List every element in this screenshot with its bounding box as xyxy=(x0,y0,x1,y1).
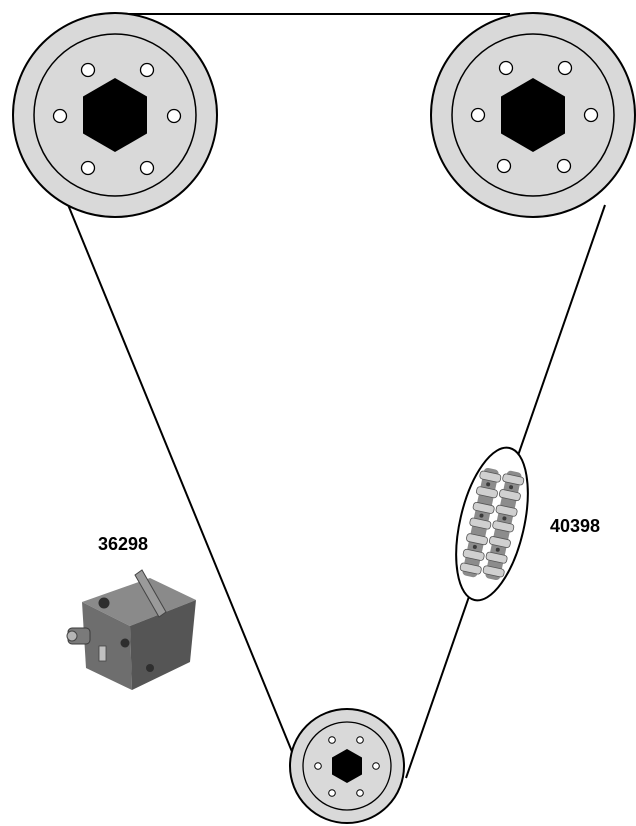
bolt-holes xyxy=(52,62,182,176)
bolt-holes xyxy=(470,60,599,174)
chain-callout-ellipse xyxy=(455,446,529,602)
chain-tensioner-icon xyxy=(66,569,196,690)
sprocket-upper-left xyxy=(12,12,218,218)
tensioner-bolt-hole xyxy=(98,597,110,609)
hex-hub-icon xyxy=(501,78,565,152)
timing-chain-icon xyxy=(455,446,529,602)
bolt-holes xyxy=(314,736,380,797)
chain-part-number: 40398 xyxy=(550,516,601,536)
sprocket-crankshaft xyxy=(289,708,405,824)
tensioner-bolt-hole xyxy=(120,638,130,648)
tensioner-clip xyxy=(98,645,107,662)
tensioner-part-number: 36298 xyxy=(98,534,149,554)
chain-run-left xyxy=(61,189,305,782)
sprocket-upper-right xyxy=(430,12,636,218)
hex-hub-icon xyxy=(83,78,147,152)
hex-hub-icon xyxy=(332,749,362,783)
tensioner-body-front xyxy=(82,602,132,690)
tensioner-body-top xyxy=(82,578,196,626)
tensioner-bolt-hole xyxy=(146,664,154,672)
tensioner-fitting-tip xyxy=(66,630,78,642)
tensioner-plunger xyxy=(134,569,167,618)
chain-links xyxy=(459,467,525,581)
